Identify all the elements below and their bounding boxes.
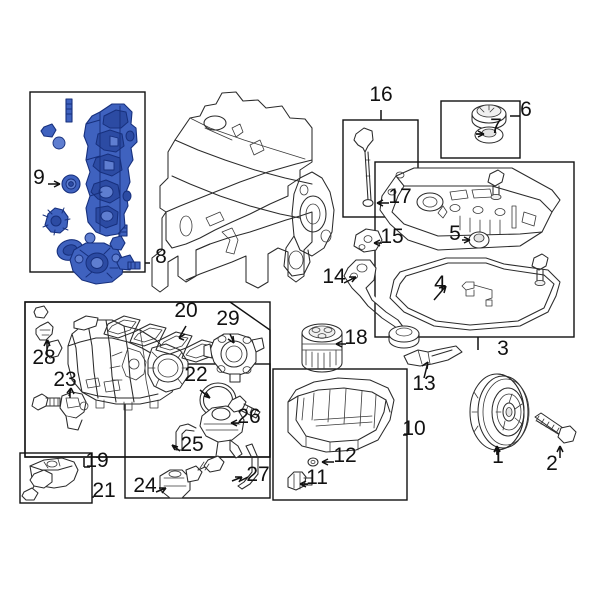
callout-22: 22 [184,363,207,386]
callout-8: 8 [155,245,167,268]
map-sensor [59,391,89,431]
callout-15: 15 [380,225,403,248]
callout-12: 12 [333,444,356,467]
callout-3: 3 [497,337,509,360]
oil-level-sensor [403,345,463,367]
crankshaft-pulley-assembly [469,373,577,451]
callout-13: 13 [412,372,435,395]
callout-9: 9 [33,166,45,189]
callout-10: 10 [402,417,425,440]
oil-filler-cap-assembly [471,104,507,144]
callout-4: 4 [434,272,446,295]
callout-14: 14 [322,265,346,288]
manifold-bracket-assembly [21,457,79,501]
callout-16: 16 [369,83,392,106]
callout-2: 2 [546,452,558,475]
engine-block-illustration [151,91,335,293]
callout-7: 7 [490,115,502,138]
callout-23: 23 [53,368,76,391]
timing-cover-assembly-highlighted [40,98,141,285]
callout-18: 18 [344,326,367,349]
oil-filter [301,323,343,373]
callout-6: 6 [520,98,532,121]
callout-27: 27 [246,463,269,486]
panel-oil-filler-cap [440,100,521,159]
callout-11: 11 [306,466,328,489]
intake-manifold-assembly [24,301,271,458]
callout-19: 19 [85,449,108,472]
panel-bracket [19,452,93,504]
valve-cover-assembly [379,167,561,331]
throttle-body [203,333,265,383]
leader-lines [43,110,564,498]
callout-5: 5 [449,222,461,245]
dipstick-assembly [353,127,374,207]
callout-29: 29 [216,307,239,330]
callout-24: 24 [133,474,157,497]
callout-26: 26 [237,405,260,428]
callout-28: 28 [32,346,55,369]
callout-25: 25 [180,433,203,456]
callout-1: 1 [492,445,504,468]
oil-pan-assembly [287,377,395,491]
callout-20: 20 [174,299,197,322]
callout-numbers: 1 2 3 4 5 6 7 8 9 10 11 12 13 14 15 16 1… [32,83,558,502]
callout-21: 21 [92,479,115,502]
vacuum-parts-assembly [159,382,261,499]
callout-17: 17 [388,185,411,208]
